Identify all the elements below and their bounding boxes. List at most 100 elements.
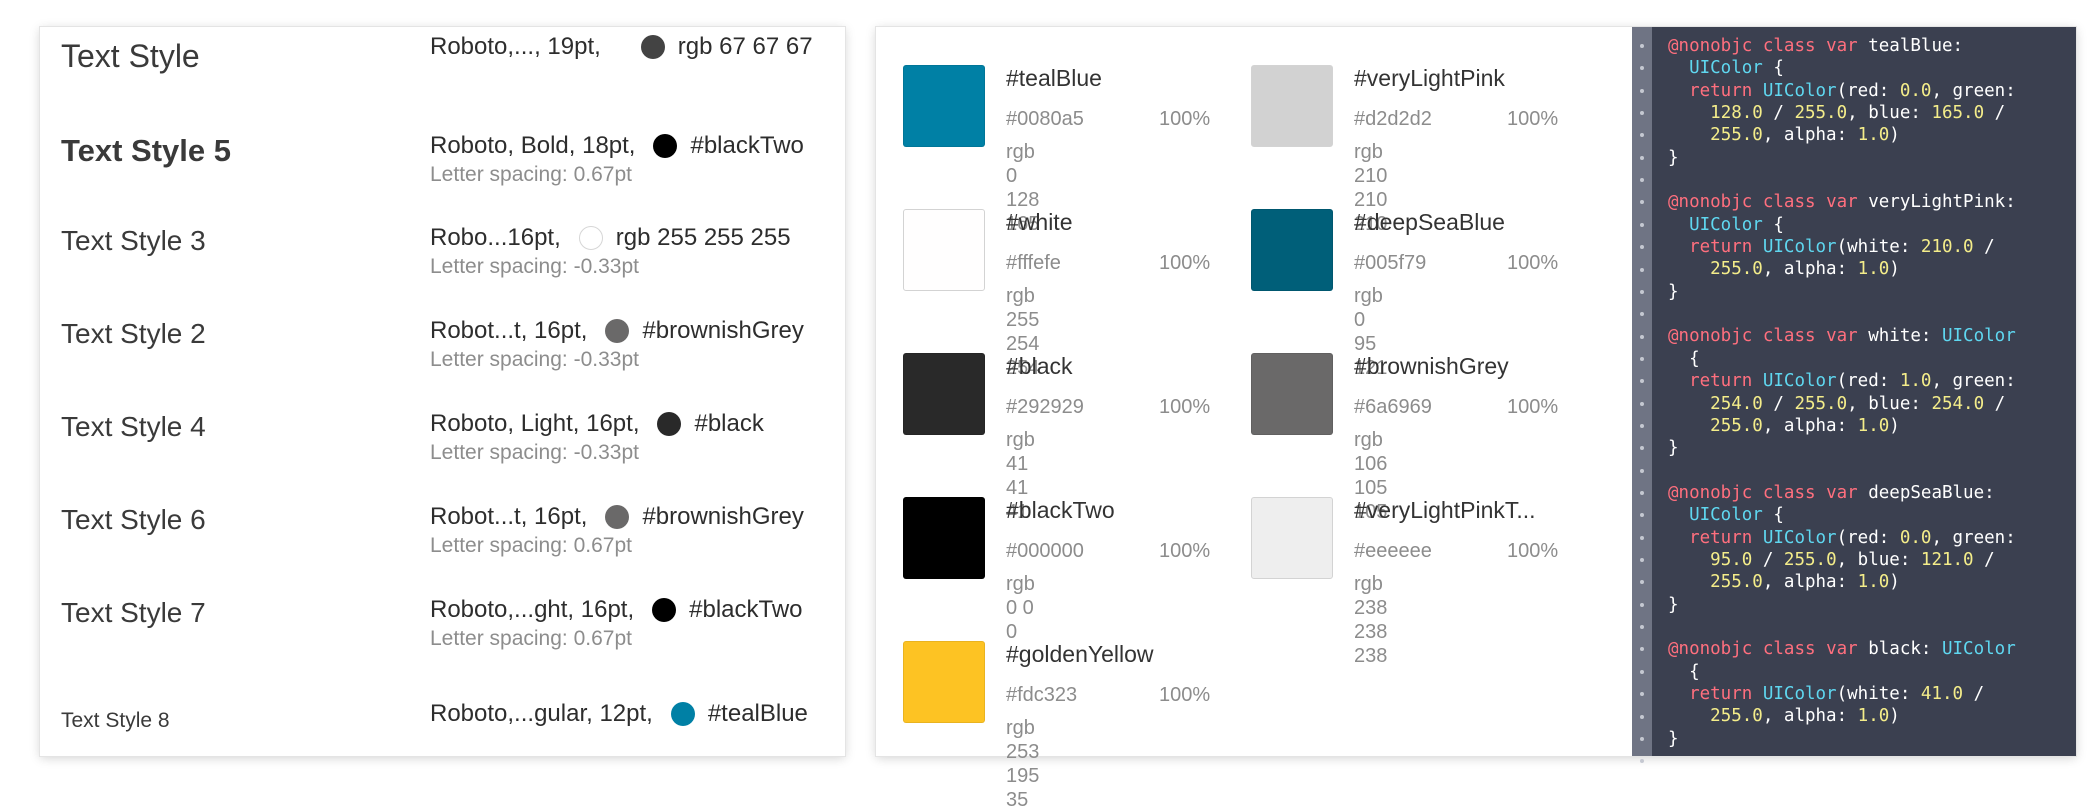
color-name: #black bbox=[1006, 353, 1073, 379]
gutter-dot-icon bbox=[1640, 491, 1644, 495]
color-rgb: rgb 238 238 238 bbox=[1354, 573, 1388, 667]
color-swatch bbox=[903, 497, 985, 579]
text-style-name: Text Style 5 bbox=[61, 133, 232, 168]
text-style-name: Text Style 3 bbox=[61, 225, 206, 256]
text-style-row: Text Style 5 Roboto, Bold, 18pt, #blackTwo… bbox=[40, 131, 845, 203]
color-dot-icon bbox=[578, 226, 603, 250]
text-style-spec-line: Roboto, Light, 16pt,#black bbox=[430, 409, 764, 439]
text-style-letter-spacing: Letter spacing: -0.33pt bbox=[430, 348, 639, 371]
color-hex: #d2d2d2 bbox=[1354, 108, 1432, 130]
code-snippet-pane: @nonobjc class var tealBlue: UIColor { r… bbox=[1632, 27, 2076, 764]
gutter-dot-icon bbox=[1640, 133, 1644, 138]
gutter-dot-icon bbox=[1640, 44, 1644, 48]
color-rgb: rgb 41 41 41 bbox=[1006, 429, 1035, 523]
color-swatch bbox=[903, 209, 985, 291]
text-style-spec: Roboto,...gular, 12pt, #tealBlue bbox=[430, 699, 808, 729]
text-style-letter-spacing: Letter spacing: -0.33pt bbox=[430, 441, 639, 464]
text-style-row: Text Style 7 Roboto,...ght, 16pt,#blackTw… bbox=[40, 595, 845, 667]
gutter-dot-icon bbox=[1640, 289, 1644, 294]
swift-code: @nonobjc class var tealBlue: UIColor { r… bbox=[1668, 36, 2016, 749]
text-style-spec-line: Robo...16pt, rgb 255 255 255 bbox=[430, 223, 791, 253]
text-style-row: Text Style 6 Robot...t, 16pt,#brownishGre… bbox=[40, 502, 845, 574]
text-style-color-label: rgb 255 255 255 bbox=[615, 224, 791, 251]
color-name: #veryLightPinkT... bbox=[1354, 497, 1536, 523]
color-hex: #fffefe bbox=[1006, 252, 1061, 274]
text-style-letter-spacing: Letter spacing: 0.67pt bbox=[430, 534, 632, 557]
color-swatch bbox=[903, 641, 985, 723]
text-style-name: Text Style 2 bbox=[61, 318, 206, 349]
text-style-name: Text Style 6 bbox=[61, 504, 206, 535]
color-alpha: 100% bbox=[1507, 252, 1559, 274]
text-style-font: Robo...16pt, bbox=[430, 224, 561, 251]
text-style-color-label: rgb 67 67 67 bbox=[677, 33, 813, 60]
color-name: #tealBlue bbox=[1006, 65, 1102, 91]
gutter-dot-icon bbox=[1640, 535, 1644, 540]
color-name: #blackTwo bbox=[1006, 497, 1115, 523]
text-style-name: Text Style 7 bbox=[61, 597, 206, 628]
color-swatch bbox=[1251, 497, 1333, 579]
color-swatch bbox=[903, 353, 985, 435]
code-gutter bbox=[1632, 27, 1652, 764]
color-hex: #005f79 bbox=[1354, 252, 1427, 274]
gutter-dot-icon bbox=[1640, 334, 1644, 339]
color-alpha: 100% bbox=[1507, 396, 1559, 418]
color-dot-icon bbox=[605, 505, 630, 529]
color-swatch bbox=[1251, 353, 1333, 435]
color-dot-icon bbox=[605, 319, 630, 343]
text-style-spec-line: Roboto,...gular, 12pt, #tealBlue bbox=[430, 699, 808, 729]
color-rgb: rgb 106 105 105 bbox=[1354, 429, 1388, 523]
gutter-dot-icon bbox=[1640, 669, 1644, 674]
gutter-dot-icon bbox=[1640, 736, 1644, 741]
text-style-font: Roboto,..., 19pt, bbox=[430, 33, 601, 60]
text-style-spec-line: Roboto,...ght, 16pt,#blackTwo bbox=[430, 595, 803, 625]
gutter-dot-icon bbox=[1640, 468, 1644, 473]
gutter-dot-icon bbox=[1640, 356, 1644, 361]
gutter-dot-icon bbox=[1640, 647, 1644, 652]
text-style-spec: Roboto,..., 19pt, rgb 67 67 67 bbox=[430, 32, 813, 62]
color-dot-icon bbox=[670, 702, 695, 726]
gutter-dot-icon bbox=[1640, 714, 1644, 719]
text-style-spec-line: Robot...t, 16pt,#brownishGrey bbox=[430, 316, 804, 346]
gutter-dot-icon bbox=[1640, 178, 1644, 183]
color-alpha: 100% bbox=[1159, 252, 1211, 274]
color-dot-icon bbox=[640, 35, 665, 59]
text-style-color-label: #black bbox=[694, 410, 764, 437]
color-hex: #6a6969 bbox=[1354, 396, 1432, 418]
gutter-dot-icon bbox=[1640, 625, 1644, 630]
color-rgb: rgb 210 210 210 bbox=[1354, 141, 1388, 235]
color-hex: #0080a5 bbox=[1006, 108, 1084, 130]
text-style-letter-spacing: Letter spacing: 0.67pt bbox=[430, 627, 632, 650]
text-style-color-label: #tealBlue bbox=[707, 700, 808, 727]
text-style-color-label: #brownishGrey bbox=[642, 317, 804, 344]
gutter-dot-icon bbox=[1640, 759, 1644, 764]
gutter-dot-icon bbox=[1640, 66, 1644, 71]
color-alpha: 100% bbox=[1159, 396, 1211, 418]
text-style-row: Text Style 2 Robot...t, 16pt,#brownishGre… bbox=[40, 316, 845, 388]
gutter-dot-icon bbox=[1640, 513, 1644, 518]
color-rgb: rgb 0 95 121 bbox=[1354, 285, 1388, 379]
color-hex: #000000 bbox=[1006, 540, 1084, 562]
color-swatch bbox=[1251, 65, 1333, 147]
text-style-font: Roboto,...gular, 12pt, bbox=[430, 700, 653, 727]
gutter-dot-icon bbox=[1640, 558, 1644, 563]
color-rgb: rgb 0 128 165 bbox=[1006, 141, 1040, 235]
text-style-spec-line: Roboto, Bold, 18pt, #blackTwo bbox=[430, 131, 804, 161]
color-name: #brownishGrey bbox=[1354, 353, 1509, 379]
text-style-font: Roboto, Bold, 18pt, bbox=[430, 132, 636, 159]
text-style-color-label: #brownishGrey bbox=[642, 503, 804, 530]
color-name: #goldenYellow bbox=[1006, 641, 1154, 667]
color-rgb: rgb 255 254 254 bbox=[1006, 285, 1040, 379]
gutter-dot-icon bbox=[1640, 401, 1644, 406]
text-style-color-label: #blackTwo bbox=[690, 132, 804, 159]
color-rgb: rgb 0 0 0 bbox=[1006, 573, 1035, 643]
text-style-font: Roboto,...ght, 16pt, bbox=[430, 596, 635, 623]
color-rgb: rgb 253 195 35 bbox=[1006, 717, 1040, 811]
color-dot-icon bbox=[653, 134, 678, 158]
gutter-dot-icon bbox=[1640, 379, 1644, 384]
